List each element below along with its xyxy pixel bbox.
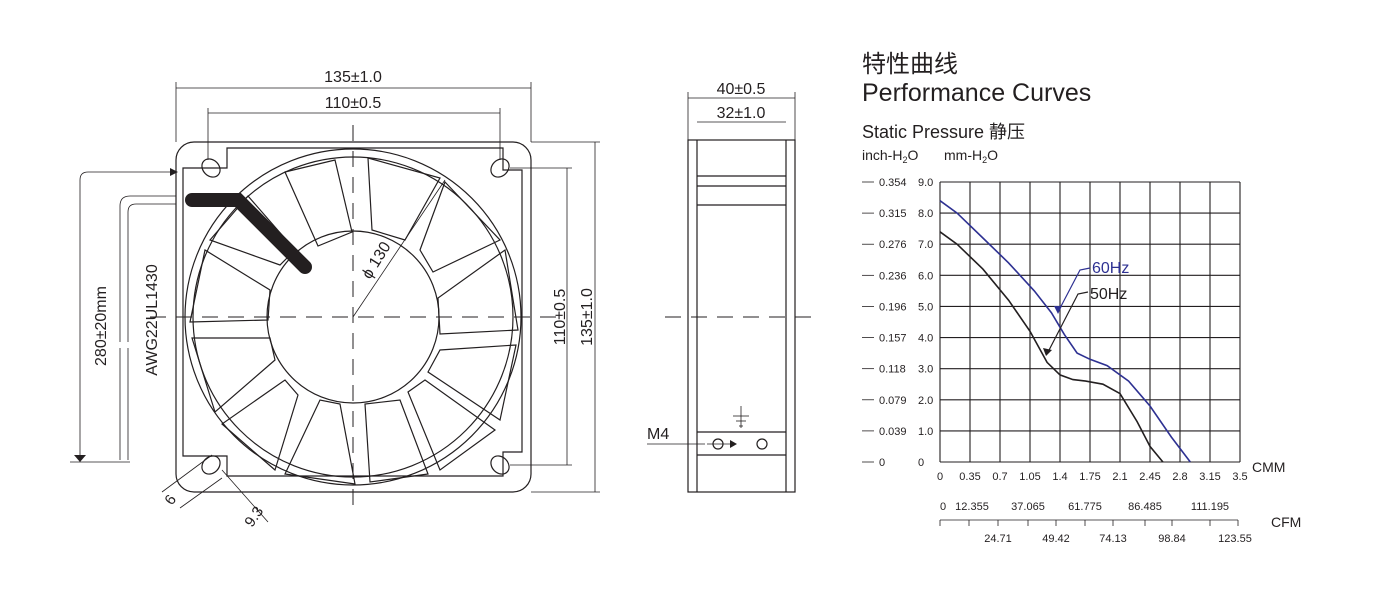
screw-label: M4 (647, 426, 669, 443)
x-tick-cmm: 0 (937, 471, 943, 483)
x-tick-cfm-upper: 61.775 (1068, 501, 1102, 513)
depth-outer-label: 40±0.5 (717, 81, 766, 98)
x-tick-cfm-upper: 0 (940, 501, 946, 513)
x-tick-cmm: 0.35 (959, 471, 980, 483)
chart-series: 60Hz 50Hz (939, 200, 1191, 463)
ground-icon (733, 406, 749, 428)
lead-wire-grommet (185, 193, 312, 274)
y-tick-inch: 0.118 (879, 364, 906, 376)
chart-subtitle: Static Pressure 静压 (862, 122, 1025, 142)
x-tick-cfm-upper: 37.065 (1011, 501, 1045, 513)
unit-mm: mm-H2O (944, 147, 998, 165)
y-tick-mm: 8.0 (918, 208, 933, 220)
frame-inner-outline (182, 147, 523, 477)
x-tick-cmm: 0.7 (992, 471, 1007, 483)
dim-right-outer: 135±1.0 (579, 288, 596, 346)
corner-dim-label: 9.3 (241, 503, 267, 530)
leader-50hz (1046, 291, 1089, 355)
struts (189, 157, 519, 485)
wire-spec-label: AWG22UL1430 (144, 264, 161, 376)
hole-dia-label: 6 (161, 492, 180, 509)
chart-title-cn: 特性曲线 (862, 51, 958, 78)
x-unit-cmm: CMM (1252, 459, 1285, 475)
y-tick-inch: 0.157 (879, 333, 907, 345)
series-label-60hz: 60Hz (1092, 260, 1129, 277)
unit-inch: inch-H2O (862, 147, 918, 165)
x-tick-cfm-lower: 74.13 (1099, 533, 1127, 545)
x-tick-cfm-lower: 24.71 (984, 533, 1012, 545)
side-view: 40±0.5 32±1.0 M4 (647, 81, 820, 493)
chart-grid (939, 181, 1241, 463)
y-tick-inch: 0.196 (879, 301, 907, 313)
y-tick-inch: 0.276 (879, 239, 907, 251)
mount-hole-tr (490, 158, 510, 178)
y-tick-mm: 2.0 (918, 395, 933, 407)
lead-length-label: 280±20mm (93, 286, 110, 366)
y-tick-inch: 0.039 (879, 426, 907, 438)
x-tick-cmm: 3.5 (1232, 471, 1247, 483)
x-tick-cfm-upper: 12.355 (955, 501, 989, 513)
mount-hole-br (490, 455, 510, 475)
x-tick-cfm-upper: 86.485 (1128, 501, 1162, 513)
y-tick-inch: 0.236 (879, 270, 907, 282)
y-tick-mm: 9.0 (918, 177, 933, 189)
x-tick-cmm: 2.45 (1139, 471, 1160, 483)
x-tick-cfm-lower: 49.42 (1042, 533, 1070, 545)
y-tick-inch: 0.354 (879, 177, 907, 189)
series-line-60Hz (939, 200, 1191, 463)
y-tick-mm: 6.0 (918, 270, 933, 282)
series-line-50Hz (939, 231, 1164, 463)
x-ticks: 0 0.35 0.7 1.05 1.4 1.75 2.1 2.45 2.8 3.15 3.5 0 12.… (937, 471, 1252, 545)
leader-60hz (1057, 267, 1091, 313)
x-unit-cfm: CFM (1271, 514, 1301, 530)
performance-chart: 特性曲线 Performance Curves Static Pressure … (862, 51, 1301, 545)
x-tick-cmm: 1.4 (1052, 471, 1067, 483)
mount-hole-bl (201, 455, 221, 475)
y-tick-inch: 0.315 (879, 208, 907, 220)
y-ticks: 9.0 0.354 8.0 0.315 7.0 0.276 6.0 0.236 5.0 0.196… (862, 177, 933, 469)
x-tick-cmm: 2.1 (1112, 471, 1127, 483)
depth-inner-label: 32±1.0 (717, 105, 766, 122)
y-tick-mm: 3.0 (918, 364, 933, 376)
diameter-label: ϕ 130 (359, 239, 395, 282)
x-tick-cfm-upper: 111.195 (1191, 501, 1229, 513)
arrow-60hz (1054, 306, 1062, 314)
lead-length-line (79, 171, 176, 462)
mount-hole-tl (201, 158, 221, 178)
x-tick-cmm: 1.75 (1079, 471, 1100, 483)
dim-outer-width: 135±1.0 (324, 69, 382, 86)
x-tick-cmm: 1.05 (1019, 471, 1040, 483)
y-tick-inch: 0 (879, 457, 885, 469)
dim-right-hole: 110±0.5 (552, 289, 569, 346)
y-tick-mm: 0 (918, 457, 924, 469)
y-tick-mm: 4.0 (918, 333, 933, 345)
x-tick-cmm: 3.15 (1199, 471, 1220, 483)
series-label-50hz: 50Hz (1090, 286, 1127, 303)
chart-title-en: Performance Curves (862, 79, 1091, 107)
x-tick-cmm: 2.8 (1172, 471, 1187, 483)
y-tick-mm: 5.0 (918, 301, 933, 313)
y-tick-inch: 0.079 (879, 395, 907, 407)
y-tick-mm: 1.0 (918, 426, 933, 438)
side-frame (687, 139, 796, 493)
x-tick-cfm-lower: 123.55 (1218, 533, 1252, 545)
x-tick-cfm-lower: 98.84 (1158, 533, 1186, 545)
arrow-50hz (1043, 348, 1052, 356)
screw-hole-2 (756, 438, 768, 450)
diameter-leader (352, 179, 446, 318)
dim-hole-spacing: 110±0.5 (325, 95, 382, 112)
y-tick-mm: 7.0 (918, 239, 933, 251)
front-view: ϕ 130 135±1.0 110±0.5 110±0.5 135±1.0 28… (70, 69, 600, 530)
